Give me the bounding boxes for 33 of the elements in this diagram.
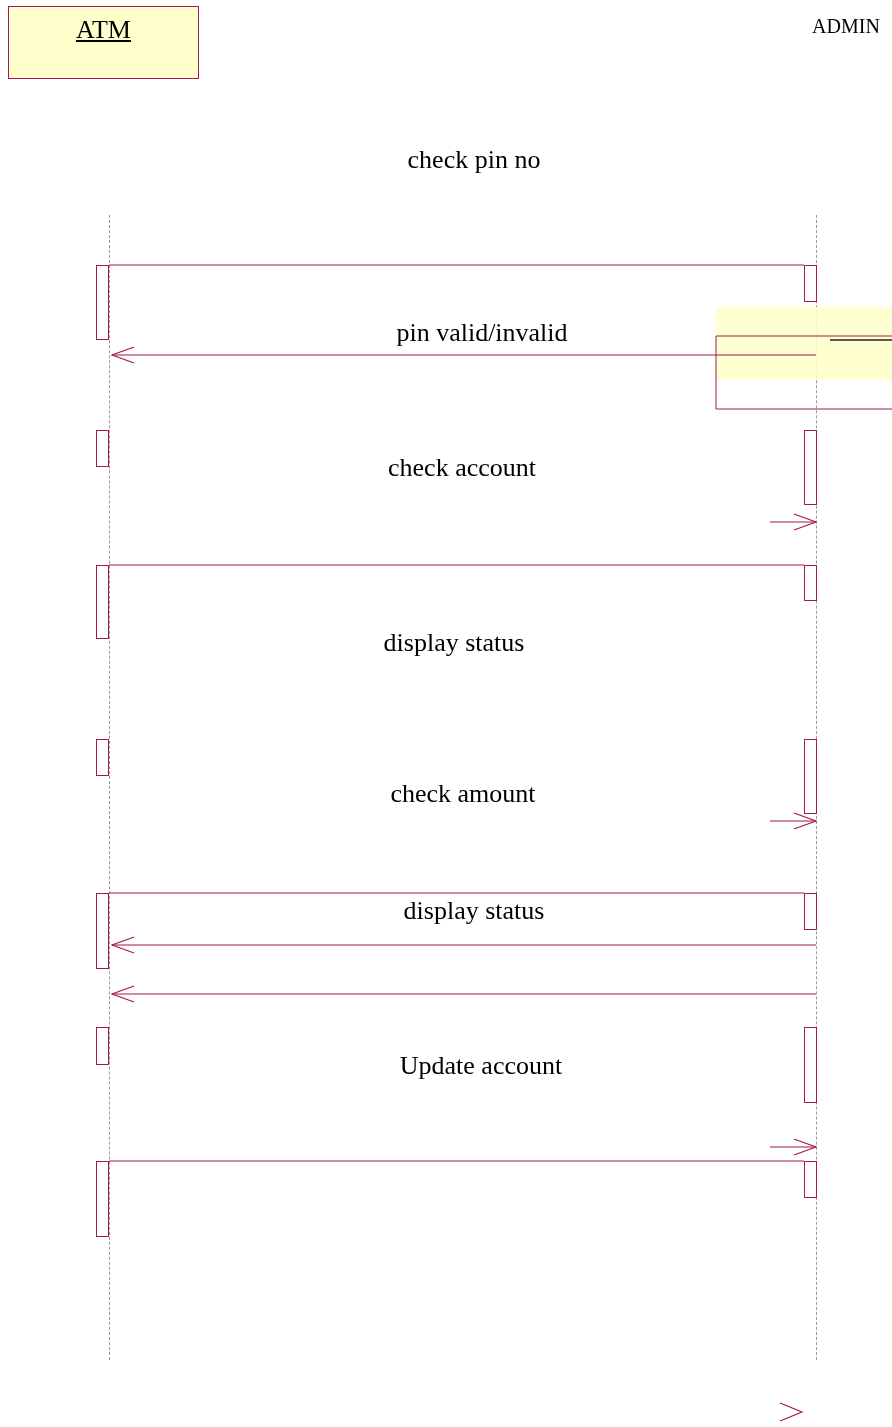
message-line: [108, 564, 805, 566]
edge-label: pin valid/invalid: [396, 318, 568, 348]
activation-bar: [804, 893, 817, 930]
message-label: check pin no: [407, 145, 541, 175]
message-label: Update account: [399, 1051, 563, 1081]
activation-bar: [804, 1161, 817, 1198]
message-arrow: [769, 812, 817, 830]
message-line: [108, 892, 805, 894]
activation-bar: [96, 893, 109, 969]
actor-box: ATM: [8, 6, 199, 79]
message-label: check amount: [390, 779, 536, 809]
message-line: [108, 1160, 805, 1162]
activation-bar: [96, 430, 109, 467]
edge-label: display status: [403, 896, 545, 926]
activation-bar: [804, 739, 817, 814]
message-arrow: [111, 346, 817, 364]
message-arrow: [769, 513, 817, 531]
activation-bar: [96, 265, 109, 340]
activation-bar: [804, 565, 817, 601]
activation-bar: [96, 565, 109, 639]
message-arrow: [111, 985, 817, 1003]
actor-label: ADMIN: [800, 12, 892, 44]
activation-bar: [804, 1027, 817, 1103]
activation-bar: [804, 265, 817, 302]
message-arrow: [111, 936, 817, 954]
message-line: [108, 264, 805, 266]
activation-bar: [96, 739, 109, 776]
activation-bar: [96, 1027, 109, 1065]
message-label: display status: [383, 628, 525, 658]
activation-bar: [96, 1161, 109, 1237]
message-label: check account: [388, 453, 536, 483]
activation-bar: [804, 430, 817, 505]
message-arrow: [769, 1138, 817, 1156]
